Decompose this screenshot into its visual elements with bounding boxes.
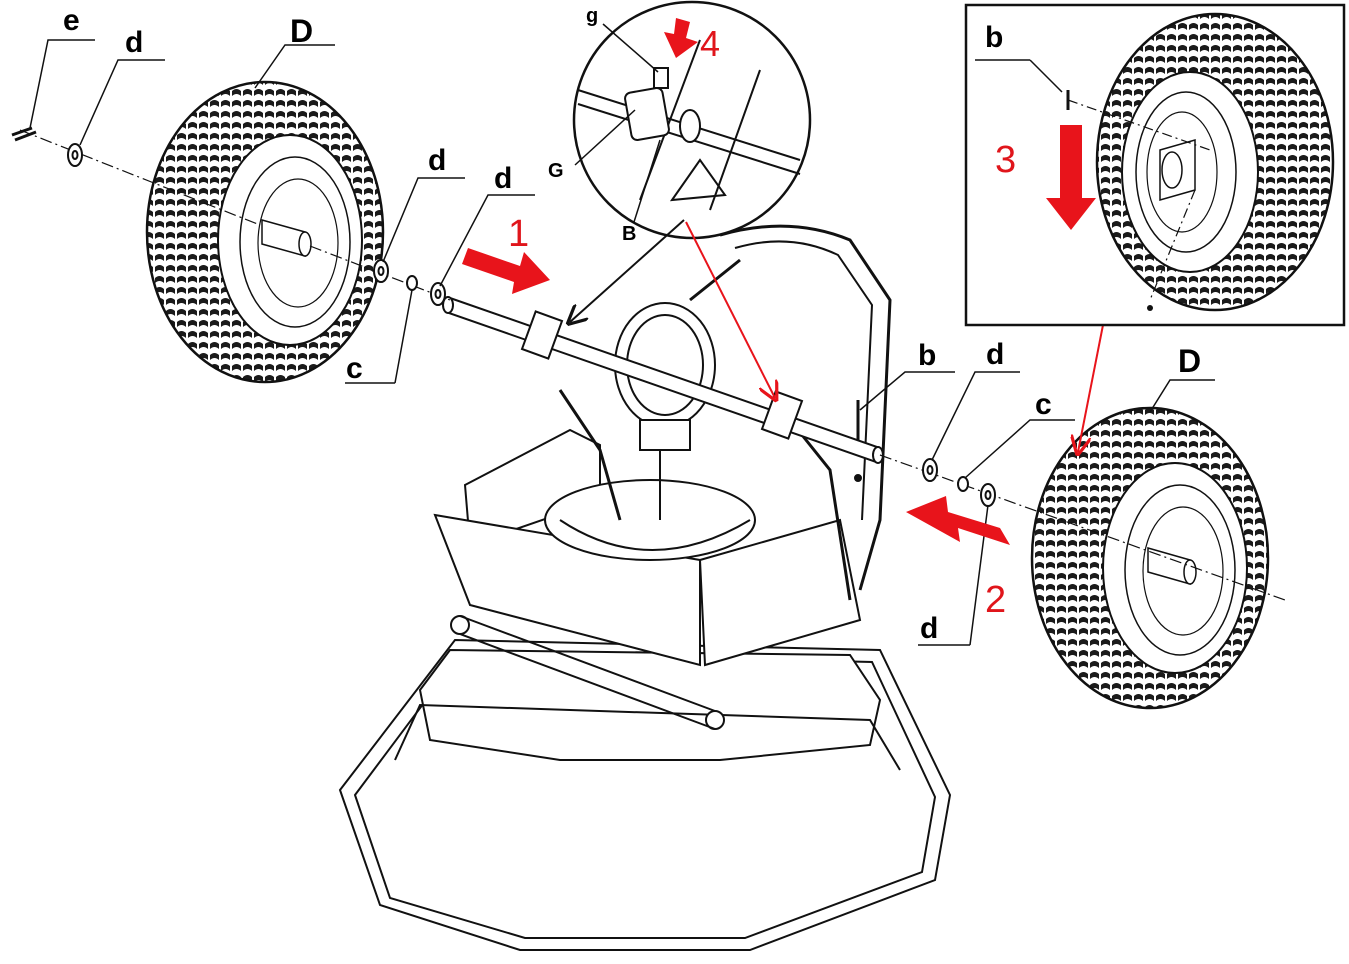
arrow-2-icon — [906, 496, 1010, 545]
washer-icon — [67, 143, 83, 167]
washer-icon — [430, 282, 446, 306]
detail-label-G: G — [548, 160, 564, 182]
step-1-number: 1 — [508, 213, 529, 255]
step-2-number: 2 — [985, 579, 1006, 621]
detail-view: g G B — [548, 0, 812, 245]
inset-panel: b — [964, 3, 1346, 327]
washer-icon — [980, 483, 996, 507]
inset-label-b: b — [985, 21, 1003, 54]
red-arrows — [462, 18, 1096, 545]
label-b: b — [918, 339, 936, 372]
arrow-3-icon — [1046, 125, 1096, 230]
label-e: e — [63, 4, 80, 37]
hopper-frame — [433, 224, 892, 667]
label-D: D — [290, 13, 313, 49]
arrow-1-icon — [462, 248, 550, 294]
label-d: d — [986, 338, 1004, 371]
part-labels: e d D d d c b d c D d — [63, 4, 1201, 645]
label-d: d — [125, 26, 143, 59]
label-c: c — [1035, 388, 1052, 421]
detail-label-B: B — [622, 223, 636, 245]
axle — [442, 296, 884, 464]
label-D: D — [1178, 343, 1201, 379]
step-4-number: 4 — [700, 23, 720, 64]
spacer-icon — [406, 275, 418, 291]
detail-label-g: g — [586, 5, 598, 27]
arrow-4-icon — [664, 18, 698, 58]
tub-base — [338, 615, 952, 951]
cotter-pin-icon — [11, 126, 37, 142]
detail-pointers — [570, 219, 1104, 452]
label-d: d — [428, 144, 446, 177]
spacer-icon — [957, 476, 969, 492]
right-wheel — [1030, 406, 1270, 710]
washer-icon — [373, 259, 389, 283]
left-wheel — [145, 80, 385, 384]
leader-lines — [29, 39, 1215, 646]
label-d: d — [494, 162, 512, 195]
step-3-number: 3 — [995, 139, 1016, 181]
step-numbers: 1 2 3 4 — [508, 23, 1016, 621]
label-d: d — [920, 612, 938, 645]
label-c: c — [346, 352, 363, 385]
washer-icon — [922, 458, 938, 482]
